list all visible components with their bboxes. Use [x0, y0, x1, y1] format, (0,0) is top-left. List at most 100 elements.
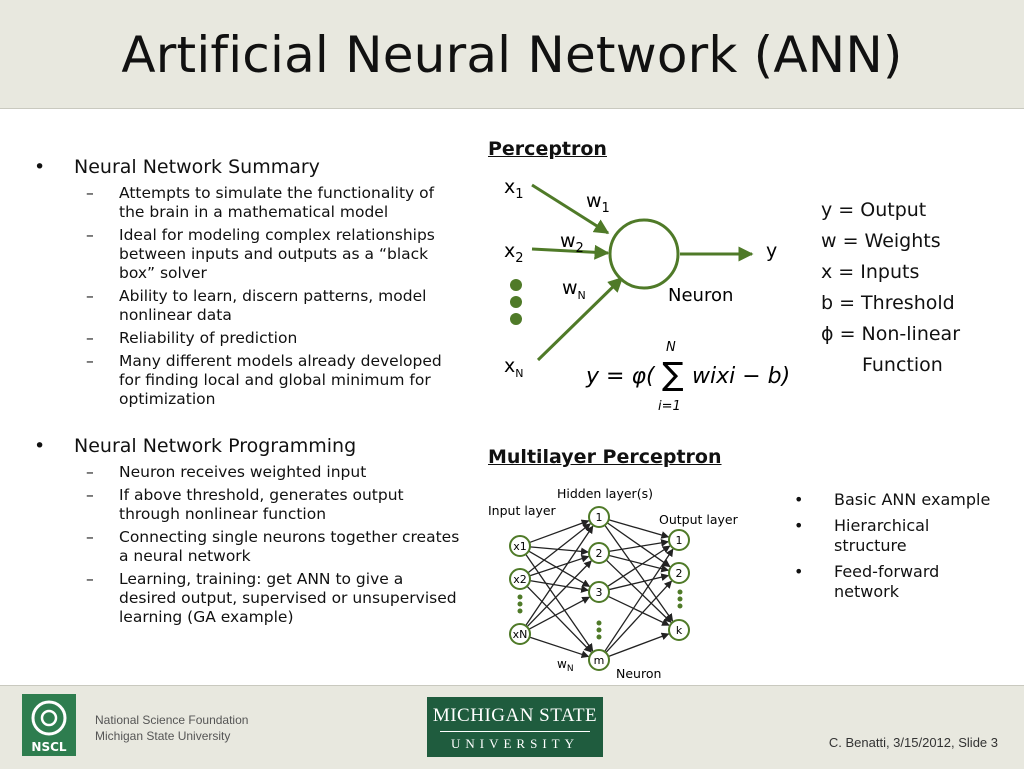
mlp-bullets: Basic ANN example Hierarchical structure…: [794, 490, 994, 608]
formula-sigma: ∑: [662, 355, 684, 393]
input-arrow-xN: [536, 276, 624, 362]
xN-label: xN: [504, 355, 523, 380]
mlp-connection: [527, 523, 591, 574]
slide-title: Artificial Neural Network (ANN): [121, 26, 903, 84]
mlp-neuron-label: Neuron: [616, 666, 661, 681]
ellipsis-dot: [677, 603, 683, 609]
nsf-line: National Science Foundation: [95, 713, 249, 727]
mlp-weight-label: wN: [557, 657, 574, 674]
neuron-node: [608, 218, 680, 290]
mlp-bullet: Hierarchical structure: [794, 516, 994, 556]
mlp-input-node-label: xN: [513, 628, 528, 641]
programming-list: Neuron receives weighted input If above …: [34, 463, 464, 627]
ellipsis-dot: [596, 634, 602, 640]
ellipsis-dot: [677, 589, 683, 595]
mlp-connection: [607, 595, 670, 626]
symbol-legend: y = Output w = Weights x = Inputs b = Th…: [821, 195, 960, 381]
mlp-input-node-label: x1: [513, 540, 527, 553]
summary-item: Ideal for modeling complex relationships…: [34, 226, 464, 283]
ellipsis-dot: [596, 620, 602, 626]
summary-heading: Neural Network Summary: [34, 156, 464, 178]
mlp-bullet: Basic ANN example: [794, 490, 994, 510]
formula-body: wixi − b): [692, 364, 790, 389]
mlp-output-node-label: 1: [676, 534, 683, 547]
legend-item: x = Inputs: [821, 261, 920, 283]
mlp-connection: [608, 632, 670, 658]
input-arrow-x1: [531, 183, 610, 235]
wN-label: wN: [562, 277, 586, 302]
perceptron-heading: Perceptron: [488, 138, 607, 160]
legend-item: w = Weights: [821, 230, 941, 252]
formula-upper: N: [666, 340, 676, 355]
ellipsis-dot: [510, 313, 522, 325]
nsf-text: National Science Foundation Michigan Sta…: [95, 712, 248, 744]
mlp-hidden-node: [588, 506, 610, 528]
mlp-connection: [529, 546, 589, 556]
legend-item: ϕ = Non-linear: [821, 323, 961, 345]
left-column: Neural Network Summary Attempts to simul…: [34, 156, 464, 627]
mlp-output-node: [668, 529, 690, 551]
nsf-line: Michigan State University: [95, 729, 231, 743]
nscl-text: NSCL: [31, 740, 66, 754]
mlp-hidden-node-label: 1: [596, 511, 603, 524]
ellipsis-dot: [596, 627, 602, 633]
summary-item: Ability to learn, discern patterns, mode…: [34, 287, 464, 325]
mlp-connection: [528, 596, 590, 630]
mlp-connection: [526, 560, 592, 628]
mlp-hidden-node: [588, 581, 610, 603]
mlp-edges: [525, 519, 674, 659]
programming-item: Neuron receives weighted input: [34, 463, 464, 482]
mlp-output-node-label: 2: [676, 567, 683, 580]
programming-heading: Neural Network Programming: [34, 435, 464, 457]
output-label: y: [766, 240, 777, 262]
hidden-layer-label: Hidden layer(s): [557, 486, 653, 501]
mlp-connection: [604, 524, 674, 622]
mlp-connection: [608, 573, 670, 591]
mlp-input-node-label: x2: [513, 573, 527, 586]
mlp-heading: Multilayer Perceptron: [488, 446, 722, 468]
mlp-connection: [528, 550, 591, 588]
ellipsis-dot: [517, 601, 523, 607]
nscl-swirl-core: [40, 709, 58, 727]
programming-item: Learning, training: get ANN to give a de…: [34, 570, 464, 627]
mlp-hidden-node: [588, 542, 610, 564]
x2-label: x2: [504, 240, 524, 266]
mlp-hidden-node-label: 2: [596, 547, 603, 560]
input-layer-label: Input layer: [488, 503, 557, 518]
legend-item: y = Output: [821, 199, 927, 221]
w1-label: w1: [586, 190, 610, 216]
mlp-connection: [529, 636, 590, 659]
w2-label: w2: [560, 230, 584, 256]
ellipsis-dot: [510, 279, 522, 291]
legend-item: Function: [862, 354, 943, 376]
mlp-bullet: Feed-forward network: [794, 562, 994, 602]
mlp-connection: [608, 519, 670, 539]
mlp-output-node: [668, 562, 690, 584]
msu-logo-rule: [440, 731, 590, 732]
nscl-swirl: [31, 700, 67, 736]
ellipsis-dot: [517, 594, 523, 600]
mlp-connection: [605, 559, 672, 623]
mlp-connection: [608, 539, 669, 553]
mlp-diagram: Hidden layer(s) Input layer Output layer…: [488, 486, 739, 681]
summary-list: Attempts to simulate the functionality o…: [34, 184, 464, 409]
mlp-connection: [526, 585, 592, 653]
input-arrow-x2: [531, 244, 610, 260]
mlp-connection: [606, 522, 671, 568]
msu-logo-bottom: UNIVERSITY: [451, 736, 579, 751]
neuron-label: Neuron: [668, 285, 733, 306]
programming-item: Connecting single neurons together creat…: [34, 528, 464, 566]
msu-logo: MICHIGAN STATE UNIVERSITY: [427, 697, 603, 757]
formula-lhs: y = φ(: [585, 364, 656, 389]
mlp-input-node: [509, 535, 531, 557]
output-layer-label: Output layer: [659, 512, 739, 527]
summary-item: Reliability of prediction: [34, 329, 464, 348]
perceptron-diagram: x1 x2 xN w1 w2 wN y Neuron y = φ( ∑ N i=…: [504, 176, 790, 414]
x1-label: x1: [504, 176, 524, 202]
mlp-connection: [529, 554, 590, 577]
mlp-hidden-node: [588, 649, 610, 671]
summary-item: Attempts to simulate the functionality o…: [34, 184, 464, 222]
legend-item: b = Threshold: [821, 292, 955, 314]
mlp-input-node: [509, 568, 531, 590]
